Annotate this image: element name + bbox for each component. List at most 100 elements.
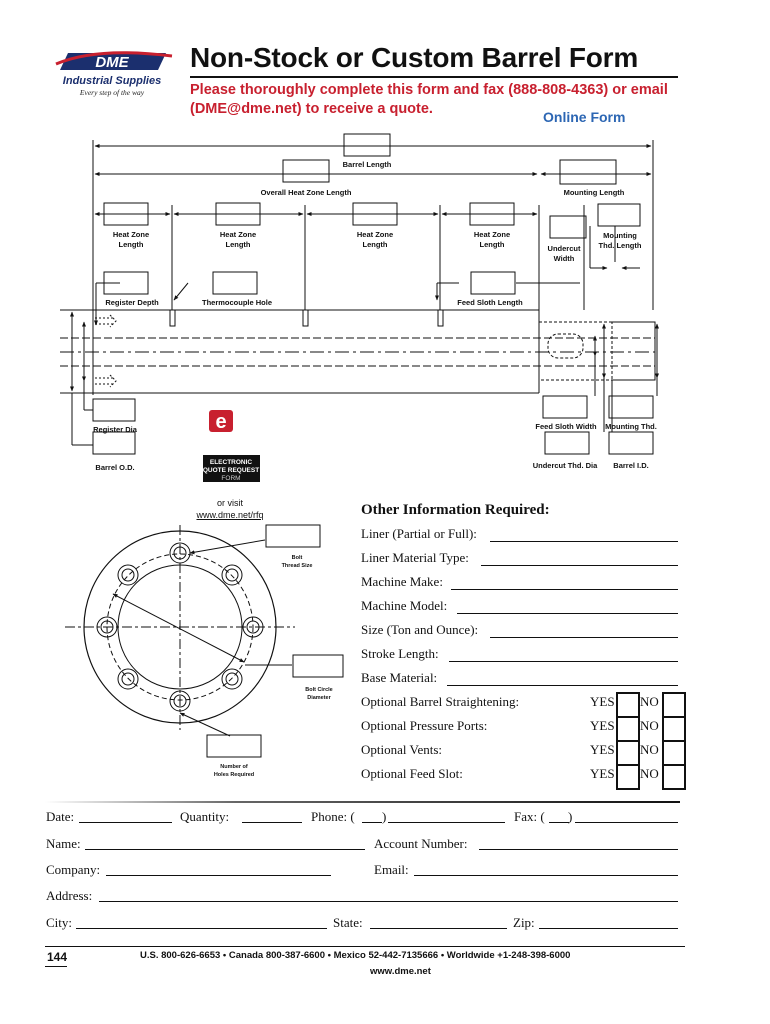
field-liner-input[interactable]: [490, 541, 678, 542]
label-holes-a: Number of: [220, 764, 248, 770]
label-mounting-length: Mounting Length: [564, 188, 625, 197]
label-bolt-thread-b: Thread Size: [282, 563, 313, 569]
label-feed-sloth-length: Feed Sloth Length: [457, 298, 523, 307]
logo-text: DME: [95, 54, 129, 71]
field-base-material-input[interactable]: [447, 685, 678, 686]
field-stroke-length-label: Stroke Length:: [361, 646, 439, 661]
option-straightening-yes-checkbox[interactable]: [616, 692, 640, 718]
footer-url[interactable]: www.dme.net: [370, 966, 431, 977]
option-straightening-no-checkbox[interactable]: [662, 692, 686, 718]
label-thermocouple-hole: Thermocouple Hole: [202, 298, 272, 307]
option-straightening-no-label: NO: [640, 694, 659, 709]
option-vents-yes-label: YES: [590, 742, 615, 757]
option-vents-no-label: NO: [640, 742, 659, 757]
option-straightening-yes-label: YES: [590, 694, 615, 709]
field-machine-make-label: Machine Make:: [361, 574, 443, 589]
option-pressure-ports-yes-label: YES: [590, 718, 615, 733]
zip-input[interactable]: [539, 928, 678, 929]
label-mounting-thd-length-b: Thd. Length: [599, 241, 642, 250]
zip-label: Zip:: [513, 915, 535, 930]
field-stroke-length-input[interactable]: [449, 661, 678, 662]
state-input[interactable]: [370, 928, 507, 929]
dme-logo: DME Industrial Supplies Every step of th…: [55, 51, 173, 97]
section-divider: [45, 801, 680, 803]
online-form-link[interactable]: Online Form: [543, 109, 626, 125]
footer-rule: [45, 946, 685, 947]
label-heat-zone-4a: Heat Zone: [474, 230, 510, 239]
field-liner-material-label: Liner Material Type:: [361, 550, 469, 565]
label-heat-zone-2a: Heat Zone: [220, 230, 256, 239]
phone-input[interactable]: [388, 822, 505, 823]
company-input[interactable]: [106, 875, 331, 876]
label-undercut-width-b: Width: [554, 254, 575, 263]
label-heat-zone-4b: Length: [480, 240, 505, 249]
option-pressure-ports-yes-checkbox[interactable]: [616, 716, 640, 742]
label-barrel-id: Barrel I.D.: [613, 461, 648, 470]
rfq-link[interactable]: www.dme.net/rfq: [196, 510, 264, 520]
option-vents-label: Optional Vents:: [361, 742, 443, 757]
option-straightening-label: Optional Barrel Straightening:: [361, 694, 520, 709]
quantity-input[interactable]: [242, 822, 302, 823]
option-feed-slot-no-checkbox[interactable]: [662, 764, 686, 790]
phone-close-paren: ): [382, 809, 387, 824]
barrel-diagram: Barrel Length Overall Heat Zone Length M…: [60, 133, 659, 472]
email-label: Email:: [374, 862, 409, 877]
label-mounting-thd: Mounting Thd.: [605, 422, 657, 431]
logo-tagline: Every step of the way: [79, 88, 145, 97]
label-bolt-circle-a: Bolt Circle: [305, 687, 333, 693]
email-input[interactable]: [414, 875, 678, 876]
label-heat-zone-1a: Heat Zone: [113, 230, 149, 239]
logo-sub: Industrial Supplies: [63, 75, 161, 87]
electronic-quote-badge[interactable]: e ELECTRONIC QUOTE REQUEST FORM: [200, 408, 260, 484]
option-vents-yes-checkbox[interactable]: [616, 740, 640, 766]
badge-line2: QUOTE REQUEST: [203, 467, 259, 474]
label-heat-zone-3a: Heat Zone: [357, 230, 393, 239]
field-machine-make-input[interactable]: [451, 589, 678, 590]
field-liner-material-input[interactable]: [481, 565, 678, 566]
state-label: State:: [333, 915, 363, 930]
date-input[interactable]: [79, 822, 172, 823]
bolt-circle-diagram: Bolt Thread Size Bolt Circle Diameter Nu…: [65, 524, 344, 778]
field-machine-model-input[interactable]: [457, 613, 678, 614]
city-label: City:: [46, 915, 73, 930]
label-holes-b: Holes Required: [214, 772, 254, 778]
label-barrel-od: Barrel O.D.: [95, 463, 134, 472]
option-feed-slot-yes-checkbox[interactable]: [616, 764, 640, 790]
account-number-label: Account Number:: [374, 836, 468, 851]
label-register-depth: Register Depth: [105, 298, 159, 307]
city-input[interactable]: [76, 928, 327, 929]
fax-close-paren: ): [568, 809, 573, 824]
date-label: Date:: [46, 809, 75, 824]
field-size-input[interactable]: [490, 637, 678, 638]
label-bolt-circle-b: Diameter: [307, 695, 331, 701]
label-register-dia: Register Dia: [93, 425, 138, 434]
phone-label: Phone: (: [311, 809, 355, 824]
page-title: Non-Stock or Custom Barrel Form: [190, 42, 639, 73]
option-pressure-ports-no-checkbox[interactable]: [662, 716, 686, 742]
field-base-material-label: Base Material:: [361, 670, 438, 685]
label-undercut-width-a: Undercut: [548, 244, 581, 253]
page-number-rule: [45, 966, 67, 967]
fax-area-input[interactable]: [549, 822, 569, 823]
phone-area-input[interactable]: [362, 822, 382, 823]
address-label: Address:: [46, 888, 93, 903]
label-barrel-length: Barrel Length: [343, 160, 392, 169]
badge-line3: FORM: [221, 475, 240, 482]
fax-input[interactable]: [575, 822, 678, 823]
account-number-input[interactable]: [479, 849, 678, 850]
option-feed-slot-no-label: NO: [640, 766, 659, 781]
company-label: Company:: [46, 862, 101, 877]
address-input[interactable]: [99, 901, 678, 902]
visit-text: or visit: [216, 498, 243, 508]
option-feed-slot-yes-label: YES: [590, 766, 615, 781]
quantity-label: Quantity:: [180, 809, 230, 824]
name-input[interactable]: [85, 849, 365, 850]
option-pressure-ports-no-label: NO: [640, 718, 659, 733]
option-pressure-ports-label: Optional Pressure Ports:: [361, 718, 488, 733]
label-heat-zone-2b: Length: [226, 240, 251, 249]
other-info-title: Other Information Required:: [361, 502, 550, 518]
badge-letter: e: [215, 411, 226, 433]
name-label: Name:: [46, 836, 81, 851]
field-machine-model-label: Machine Model:: [361, 598, 448, 613]
option-vents-no-checkbox[interactable]: [662, 740, 686, 766]
